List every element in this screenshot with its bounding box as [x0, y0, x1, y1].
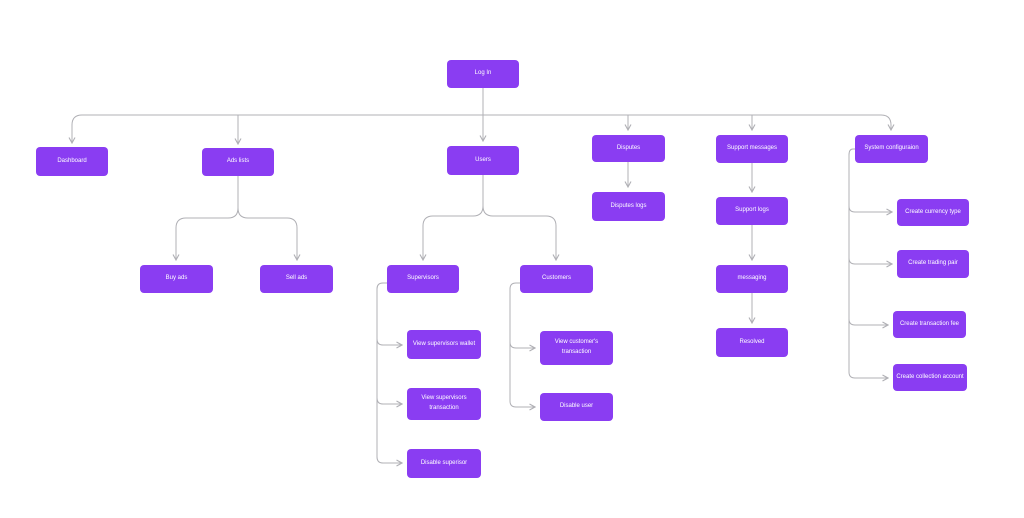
- node-disputes-label: Disputes: [616, 144, 641, 151]
- node-supervisors-label: Supervisors: [407, 275, 439, 282]
- node-create-currency-type[interactable]: Create currency type: [897, 199, 969, 226]
- node-disputes[interactable]: Disputes: [592, 135, 665, 162]
- node-ads-lists-label: Ads lists: [226, 158, 250, 165]
- node-support-logs[interactable]: Support logs: [716, 197, 788, 225]
- edge-supervisors-transaction: [376, 397, 402, 404]
- edge-ads-lists-buy-ads: [176, 176, 239, 260]
- edge-system-config-currency-type: [848, 205, 892, 212]
- node-support-messages-label: Support messages: [726, 145, 778, 152]
- edge-system-config-trading-pair: [848, 257, 892, 264]
- node-view-supervisors-transaction[interactable]: View supervisors transaction: [407, 388, 481, 420]
- node-create-trading-pair-label: Create trading pair: [908, 260, 958, 267]
- node-view-customers-transaction[interactable]: View customer's transaction: [540, 331, 613, 365]
- node-dashboard-label: Dashboard: [57, 157, 87, 164]
- node-view-supervisors-wallet[interactable]: View supervisors wallet: [407, 330, 481, 359]
- edge-users-customers: [482, 205, 556, 260]
- node-disputes-logs[interactable]: Disputes logs: [592, 192, 665, 221]
- edge-system-config-transaction-fee: [848, 318, 888, 325]
- node-support-messages[interactable]: Support messages: [716, 135, 788, 163]
- node-users-label: Users: [475, 156, 491, 163]
- node-login-label: Log In: [474, 70, 492, 77]
- node-messaging-label: messaging: [737, 275, 767, 282]
- node-disable-superisor[interactable]: Disable superisor: [407, 449, 481, 478]
- node-view-supervisors-wallet-label: View supervisors wallet: [412, 340, 476, 347]
- node-ads-lists[interactable]: Ads lists: [202, 148, 274, 176]
- node-users[interactable]: Users: [447, 146, 519, 175]
- node-buy-ads[interactable]: Buy ads: [140, 265, 213, 293]
- node-system-config[interactable]: System configuraion: [855, 135, 928, 163]
- node-create-collection-account-label: Create collection account: [896, 373, 964, 380]
- edge-customers-transaction: [509, 341, 535, 348]
- node-view-supervisors-transaction-label: View supervisors transaction: [421, 395, 467, 411]
- node-create-collection-account[interactable]: Create collection account: [893, 364, 967, 391]
- edge-users-supervisors: [423, 175, 484, 260]
- node-login[interactable]: Log In: [447, 60, 519, 88]
- edge-supervisors-wallet: [376, 338, 402, 345]
- node-dashboard[interactable]: Dashboard: [36, 147, 108, 176]
- node-sell-ads[interactable]: Sell ads: [260, 265, 333, 293]
- node-customers[interactable]: Customers: [520, 265, 593, 293]
- node-system-config-label: System configuraion: [864, 145, 919, 152]
- node-view-customers-transaction-label: View customer's transaction: [554, 339, 599, 355]
- node-sell-ads-label: Sell ads: [285, 275, 308, 282]
- node-disable-user[interactable]: Disable user: [540, 393, 613, 421]
- node-supervisors[interactable]: Supervisors: [387, 265, 459, 293]
- node-disputes-logs-label: Disputes logs: [610, 202, 647, 209]
- node-create-transaction-fee[interactable]: Create transaction fee: [893, 311, 966, 338]
- node-create-trading-pair[interactable]: Create trading pair: [897, 250, 969, 278]
- node-disable-superisor-label: Disable superisor: [420, 459, 468, 466]
- edge-customers-disable-user: [509, 282, 535, 407]
- node-support-logs-label: Support logs: [735, 207, 769, 214]
- edge-system-config-collection-account: [848, 148, 888, 378]
- node-customers-label: Customers: [541, 275, 571, 282]
- node-messaging[interactable]: messaging: [716, 265, 788, 293]
- node-resolved-label: Resolved: [739, 338, 765, 345]
- edge-ads-lists-sell-ads: [237, 207, 297, 260]
- node-create-currency-type-label: Create currency type: [905, 208, 961, 215]
- edge-supervisors-disable-superisor: [376, 282, 402, 463]
- edge-trunk: [71, 114, 892, 126]
- node-create-transaction-fee-label: Create transaction fee: [899, 320, 960, 327]
- node-buy-ads-label: Buy ads: [165, 275, 188, 282]
- node-disable-user-label: Disable user: [559, 403, 594, 410]
- node-resolved[interactable]: Resolved: [716, 328, 788, 357]
